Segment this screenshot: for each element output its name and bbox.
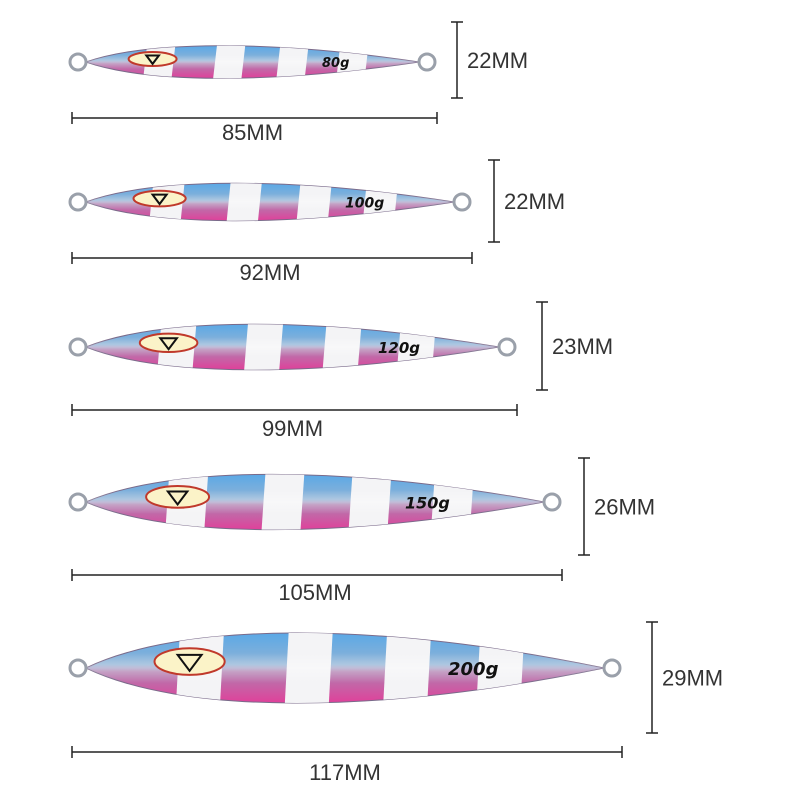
rear-split-ring-icon: [602, 658, 622, 678]
lure-3: 120g 99MM 23MM: [68, 301, 613, 441]
front-split-ring-icon: [68, 492, 88, 512]
lure-4: 150g 105MM 26MM: [68, 457, 655, 605]
lure-eye-icon: [153, 647, 226, 676]
eye-logo-icon: [150, 193, 169, 206]
lure-eye-icon: [138, 332, 199, 353]
lure-5: 200g 117MM 29MM: [68, 621, 723, 785]
lure-eye-icon: [145, 485, 211, 509]
height-label: 22MM: [504, 189, 565, 214]
weight-label: 150g: [405, 493, 450, 512]
lure-eye-icon: [132, 189, 187, 208]
weight-label: 200g: [448, 659, 499, 680]
weight-label: 80g: [322, 56, 349, 71]
lure-2: 100g 92MM 22MM: [68, 159, 565, 285]
front-split-ring-icon: [68, 658, 88, 678]
height-label: 29MM: [662, 666, 723, 691]
rear-split-ring-icon: [417, 52, 437, 72]
eye-logo-icon: [165, 490, 190, 507]
eye-logo-icon: [175, 653, 204, 673]
height-label: 23MM: [552, 334, 613, 359]
weight-label: 100g: [345, 196, 384, 212]
eye-logo-icon: [144, 54, 161, 66]
rear-split-ring-icon: [542, 492, 562, 512]
lure-1: 80g 85MM 22MM: [68, 21, 528, 145]
height-label: 22MM: [467, 48, 528, 73]
front-split-ring-icon: [68, 52, 88, 72]
length-label: 99MM: [262, 416, 323, 441]
weight-label: 120g: [378, 339, 420, 357]
rear-split-ring-icon: [497, 337, 517, 357]
length-label: 92MM: [239, 260, 300, 285]
lure-eye-icon: [127, 51, 178, 67]
length-label: 117MM: [309, 760, 381, 785]
front-split-ring-icon: [68, 337, 88, 357]
length-label: 105MM: [278, 580, 351, 605]
eye-logo-icon: [158, 337, 179, 351]
rear-split-ring-icon: [452, 192, 472, 212]
front-split-ring-icon: [68, 192, 88, 212]
height-label: 26MM: [594, 495, 655, 520]
length-label: 85MM: [222, 120, 283, 145]
